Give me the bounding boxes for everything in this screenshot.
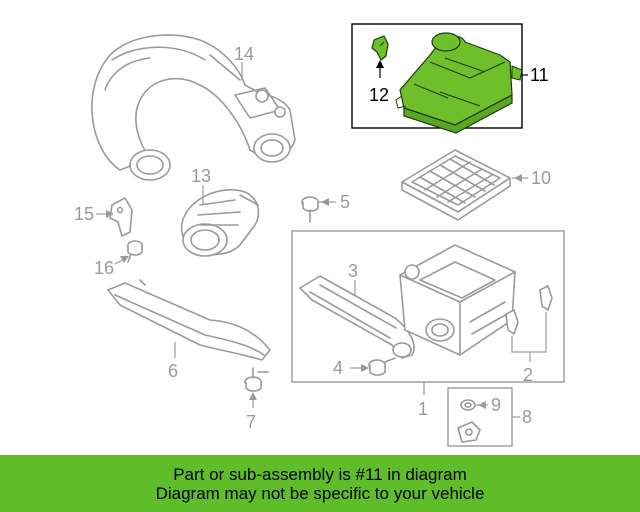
part-6-air-guide[interactable]: [107, 279, 271, 361]
callout-10: 10: [531, 168, 551, 188]
group-box-8: [447, 387, 513, 447]
callout-6: 6: [168, 361, 178, 381]
callout-11: 11: [530, 65, 549, 85]
callout-2: 2: [523, 365, 533, 385]
callout-3: 3: [348, 261, 358, 281]
part-14-intake-duct[interactable]: [91, 34, 296, 181]
part-1-lower-case[interactable]: [399, 244, 516, 356]
callout-4: 4: [333, 358, 343, 378]
part-10-air-filter[interactable]: [401, 149, 511, 221]
group-box-1: [291, 230, 565, 383]
callout-1: 1: [418, 399, 428, 419]
part-9-grommet[interactable]: [460, 399, 476, 411]
part-13-intake-coupler[interactable]: [180, 188, 260, 257]
callout-15: 15: [74, 204, 94, 224]
callout-5: 5: [340, 192, 350, 212]
part-15-bracket[interactable]: [109, 197, 133, 237]
info-banner: Part or sub-assembly is #11 in diagram D…: [0, 455, 640, 512]
callout-9: 9: [491, 395, 501, 415]
part-8-mount[interactable]: [457, 421, 481, 443]
highlight-box-11: [351, 23, 523, 129]
callout-7: 7: [246, 412, 256, 432]
banner-line-2: Diagram may not be specific to your vehi…: [155, 483, 485, 503]
part-16-bolt[interactable]: [127, 240, 143, 263]
banner-line-1: Part or sub-assembly is #11 in diagram: [173, 464, 467, 484]
part-12-clip[interactable]: [371, 35, 389, 61]
callout-13: 13: [191, 166, 211, 186]
part-7-screw[interactable]: [244, 367, 269, 392]
part-3-inlet-duct[interactable]: [299, 275, 415, 359]
callout-8: 8: [522, 407, 532, 427]
callout-12: 12: [369, 85, 389, 105]
callout-16: 16: [94, 258, 114, 278]
parts-diagram: 14 13 15 16 6 7: [74, 23, 565, 447]
part-2-clips[interactable]: [505, 285, 553, 335]
part-4-screw[interactable]: [368, 357, 396, 376]
part-11-air-cleaner-cover[interactable]: [395, 32, 523, 134]
part-5-screw[interactable]: [301, 196, 319, 223]
callout-14: 14: [234, 44, 254, 64]
